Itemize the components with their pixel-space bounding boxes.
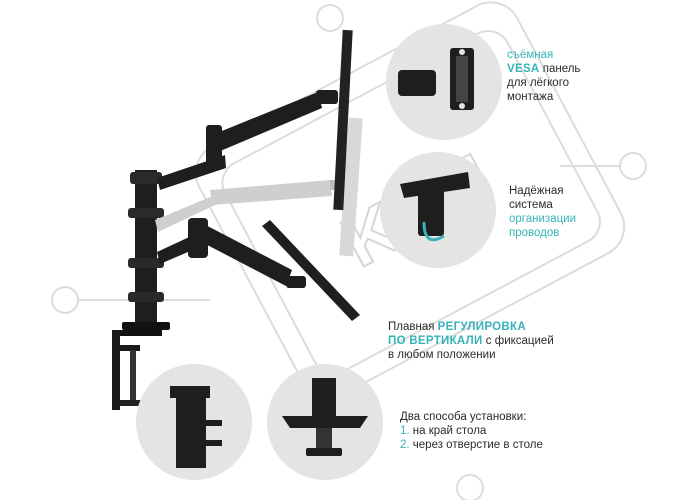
caption-height: Плавная РЕГУЛИРОВКА ПО ВЕРТИКАЛИ с фикса… [388,320,554,362]
caption-install-num-2: 2. [400,439,410,451]
caption-height-line3: в любом положении [388,349,496,361]
mount-pole [122,170,170,335]
caption-height-text: Плавная [388,321,438,333]
caption-cable-line2: система [509,199,553,211]
caption-vesa: съёмная VESA панель для лёгкого монтажа [507,48,580,104]
caption-install-item-1: 1. на край стола [400,424,543,438]
caption-install-item-2: 2. через отверстие в столе [400,438,543,452]
caption-height-rest: с фиксацией [482,335,554,347]
caption-install-text-2: через отверстие в столе [409,439,543,451]
caption-height-line2: ПО ВЕРТИКАЛИ с фиксацией [388,334,554,348]
detail-circle-cable [380,152,496,268]
caption-height-line1: Плавная РЕГУЛИРОВКА [388,320,554,334]
caption-install-num-1: 1. [400,425,410,437]
detail-circle-vesa [386,24,502,140]
detail-circle-grommet [267,364,383,480]
caption-cable: Надёжная система организации проводов [509,184,576,240]
caption-cable-line1: Надёжная [509,185,564,197]
monitor-lower [262,220,360,321]
caption-cable-line4: проводов [509,227,560,239]
caption-vesa-accent: VESA [507,63,540,75]
arm-upper [157,90,338,190]
caption-vesa-line1: съёмная [507,49,554,61]
caption-install-text-1: на край стола [409,425,487,437]
arm-lower [157,218,306,288]
arm-ghost [155,117,363,257]
caption-vesa-line4: монтажа [507,91,554,103]
monitor-upper [333,29,353,211]
caption-vesa-line3: для лёгкого [507,77,570,89]
desk-clamp [112,330,162,410]
caption-vesa-line2: VESA панель [507,62,580,76]
caption-cable-line3: организации [509,213,577,225]
caption-vesa-rest: панель [539,63,581,75]
caption-install: Два способа установки: 1. на край стола … [400,410,543,452]
detail-circle-clamp [136,364,252,480]
caption-height-accent1: РЕГУЛИРОВКА [437,321,526,333]
caption-install-title: Два способа установки: [400,411,527,423]
caption-height-accent2: ПО ВЕРТИКАЛИ [388,335,483,347]
